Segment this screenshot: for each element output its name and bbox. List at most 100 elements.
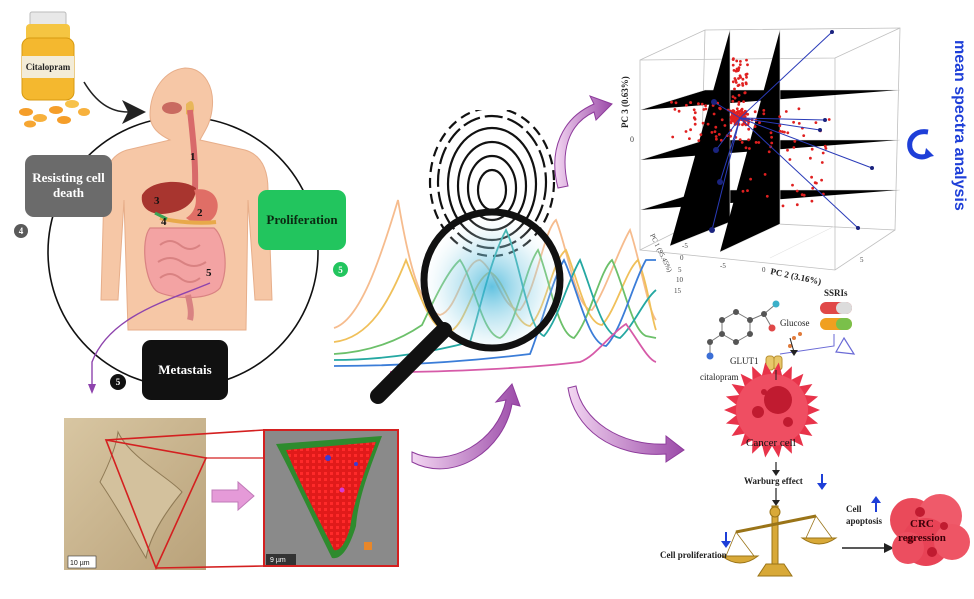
pca-point <box>739 60 742 63</box>
pca-point <box>734 118 738 122</box>
pca-point <box>757 141 761 144</box>
crc-label-1: CRC <box>910 518 934 530</box>
mechanism-panel: citalopram SSRIs Glucose GLUT1 <box>640 280 974 594</box>
pca-point <box>813 181 817 185</box>
pca-point <box>792 120 795 124</box>
pca-point <box>704 107 708 111</box>
pca-point <box>753 125 757 128</box>
pca-point <box>699 133 703 136</box>
pca-point <box>706 122 710 126</box>
pca-point <box>741 84 745 87</box>
pca-point <box>827 118 831 121</box>
pca-point <box>704 104 707 108</box>
pca-loading-vector <box>711 117 741 231</box>
pca-loading-head <box>711 99 717 105</box>
pca-point <box>693 122 697 126</box>
pca-point <box>737 66 741 70</box>
crc-cluster-icon <box>890 494 970 566</box>
glucose-label: Glucose <box>780 318 810 328</box>
right-scalebar-label: 9 µm <box>270 557 286 564</box>
proliferation-box: Proliferation <box>258 190 346 250</box>
pca-point <box>737 100 741 104</box>
pca-point <box>737 68 740 72</box>
pca-point <box>795 203 799 207</box>
pca-point <box>738 63 742 66</box>
pca-point <box>729 115 733 119</box>
pca-loading-head <box>823 118 827 122</box>
pca-loading-head <box>830 30 834 34</box>
metastasis-box: Metastais <box>142 340 228 400</box>
pca-grid <box>639 30 900 259</box>
pca-point <box>745 58 748 62</box>
pca-point <box>802 193 806 197</box>
pca-point <box>734 78 738 82</box>
pca-point <box>737 77 740 80</box>
pca-point <box>732 116 736 120</box>
pca-axis-pc3-label: PC 3 (0.63%) <box>620 76 630 128</box>
pca-point <box>802 134 806 137</box>
pca-point <box>715 137 718 141</box>
pca-point <box>746 189 749 193</box>
resisting-cell-death-box: Resisting cell death <box>25 155 112 217</box>
pca-point <box>814 121 818 124</box>
left-scalebar-label: 10 µm <box>70 560 90 567</box>
pca-point <box>809 156 812 160</box>
pca-point <box>824 147 828 150</box>
cell-outline <box>99 430 183 560</box>
citalopram-atoms <box>706 300 780 360</box>
pca-point <box>820 161 824 164</box>
pca-point <box>797 107 801 111</box>
cancer-cell-icon <box>724 362 820 458</box>
pca-point <box>778 124 782 128</box>
pca-point <box>739 112 742 116</box>
pca-point <box>693 117 697 121</box>
pca-panel: PC 3 (0.63%) 0 PC 2 (3.16%) PC 1 (95.45%… <box>610 10 920 300</box>
pca-point <box>685 103 688 107</box>
pca-point <box>717 133 721 136</box>
pc1-tick-2: 5 <box>678 266 682 274</box>
pc1-tick-4: 15 <box>674 287 682 295</box>
magnifier-icon <box>420 208 564 352</box>
glut1-transporter-icon <box>765 355 783 371</box>
pc2-tick-1: 0 <box>762 266 766 274</box>
zoom-arrow <box>211 480 255 512</box>
pca-loading-vector <box>739 117 859 229</box>
pca-point <box>731 58 735 61</box>
pca-tick-pc3: 0 <box>630 135 634 144</box>
pca-point <box>693 111 697 115</box>
pca-point <box>674 101 678 105</box>
pca-point <box>778 115 782 118</box>
selection-region <box>104 438 208 571</box>
pca-point <box>783 130 786 134</box>
pca-point <box>786 148 789 152</box>
pca-point <box>746 63 749 67</box>
microscopy-panel: 10 µm 9 µm <box>60 418 400 571</box>
pca-point <box>737 103 741 106</box>
pca-point <box>754 141 758 144</box>
pca-point <box>710 131 714 134</box>
pill-bottle-icon <box>21 11 75 101</box>
pc2-tick-2: 5 <box>860 256 864 264</box>
pca-point <box>781 204 785 208</box>
pca-point <box>671 135 675 139</box>
pca-loading-vector <box>739 117 826 121</box>
pca-point <box>735 59 739 63</box>
pca-point <box>778 129 782 133</box>
ssris-label: SSRIs <box>824 288 848 298</box>
pca-point <box>684 130 688 133</box>
pca-point <box>749 177 752 181</box>
pca-point <box>673 108 677 111</box>
cell-proliferation-label: Cell proliferation <box>660 550 727 560</box>
pca-point <box>702 108 706 111</box>
pca-point <box>795 189 799 193</box>
cell-apoptosis-label-2: apoptosis <box>846 516 883 526</box>
pca-point <box>723 124 727 127</box>
pca-point <box>784 110 788 113</box>
pca-point <box>720 118 724 122</box>
pca-point <box>820 178 823 182</box>
organ-number-2: 2 <box>197 207 203 219</box>
pca-point <box>793 140 797 143</box>
pca-point <box>737 93 741 97</box>
pca-point <box>737 111 740 114</box>
organ-number-1: 1 <box>190 151 196 163</box>
